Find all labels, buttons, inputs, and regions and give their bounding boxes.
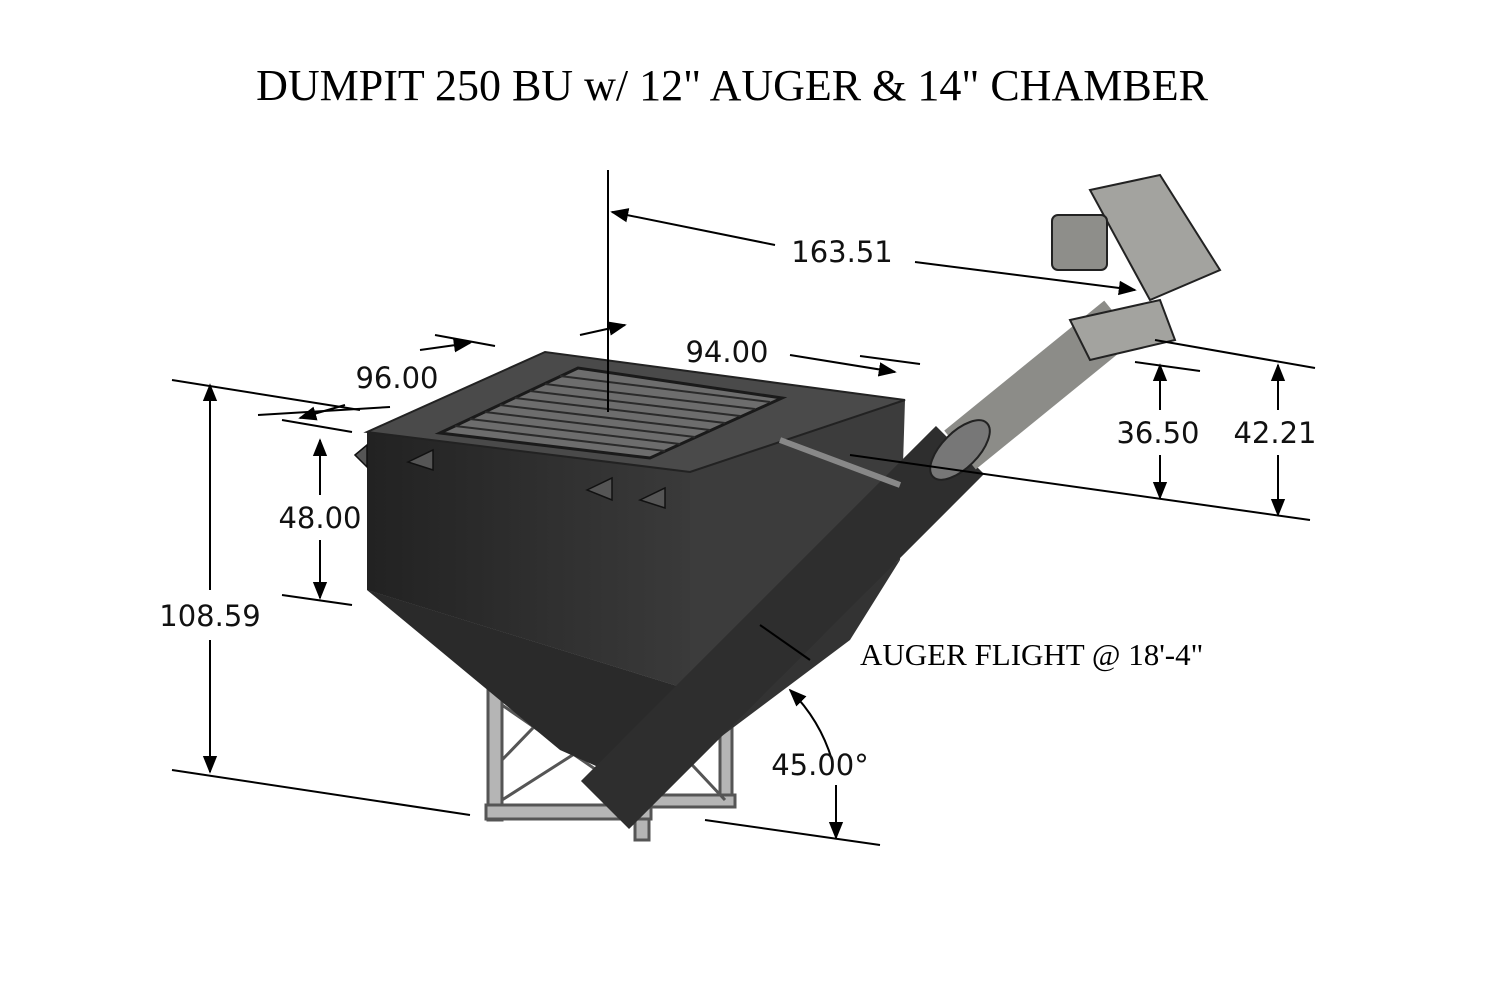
dim-auger-angle: 45.00°: [771, 748, 869, 782]
grate: [434, 366, 788, 460]
dim-auger-reach: 163.51: [791, 235, 892, 269]
auger: [580, 173, 1222, 830]
dim-box-height: 48.00: [278, 501, 361, 535]
dim-overall-height: 108.59: [159, 599, 260, 633]
dim-width: 94.00: [685, 335, 768, 369]
dim-depth: 96.00: [355, 361, 438, 395]
auger-flight-note: AUGER FLIGHT @ 18'-4": [860, 637, 1203, 672]
drawing-title: DUMPIT 250 BU w/ 12" AUGER & 14" CHAMBER: [256, 61, 1209, 110]
dim-discharge-lower: 36.50: [1116, 416, 1199, 450]
dim-discharge-upper: 42.21: [1233, 416, 1316, 450]
dimension-lines: [171, 170, 1316, 846]
auger-head: [1051, 173, 1222, 362]
